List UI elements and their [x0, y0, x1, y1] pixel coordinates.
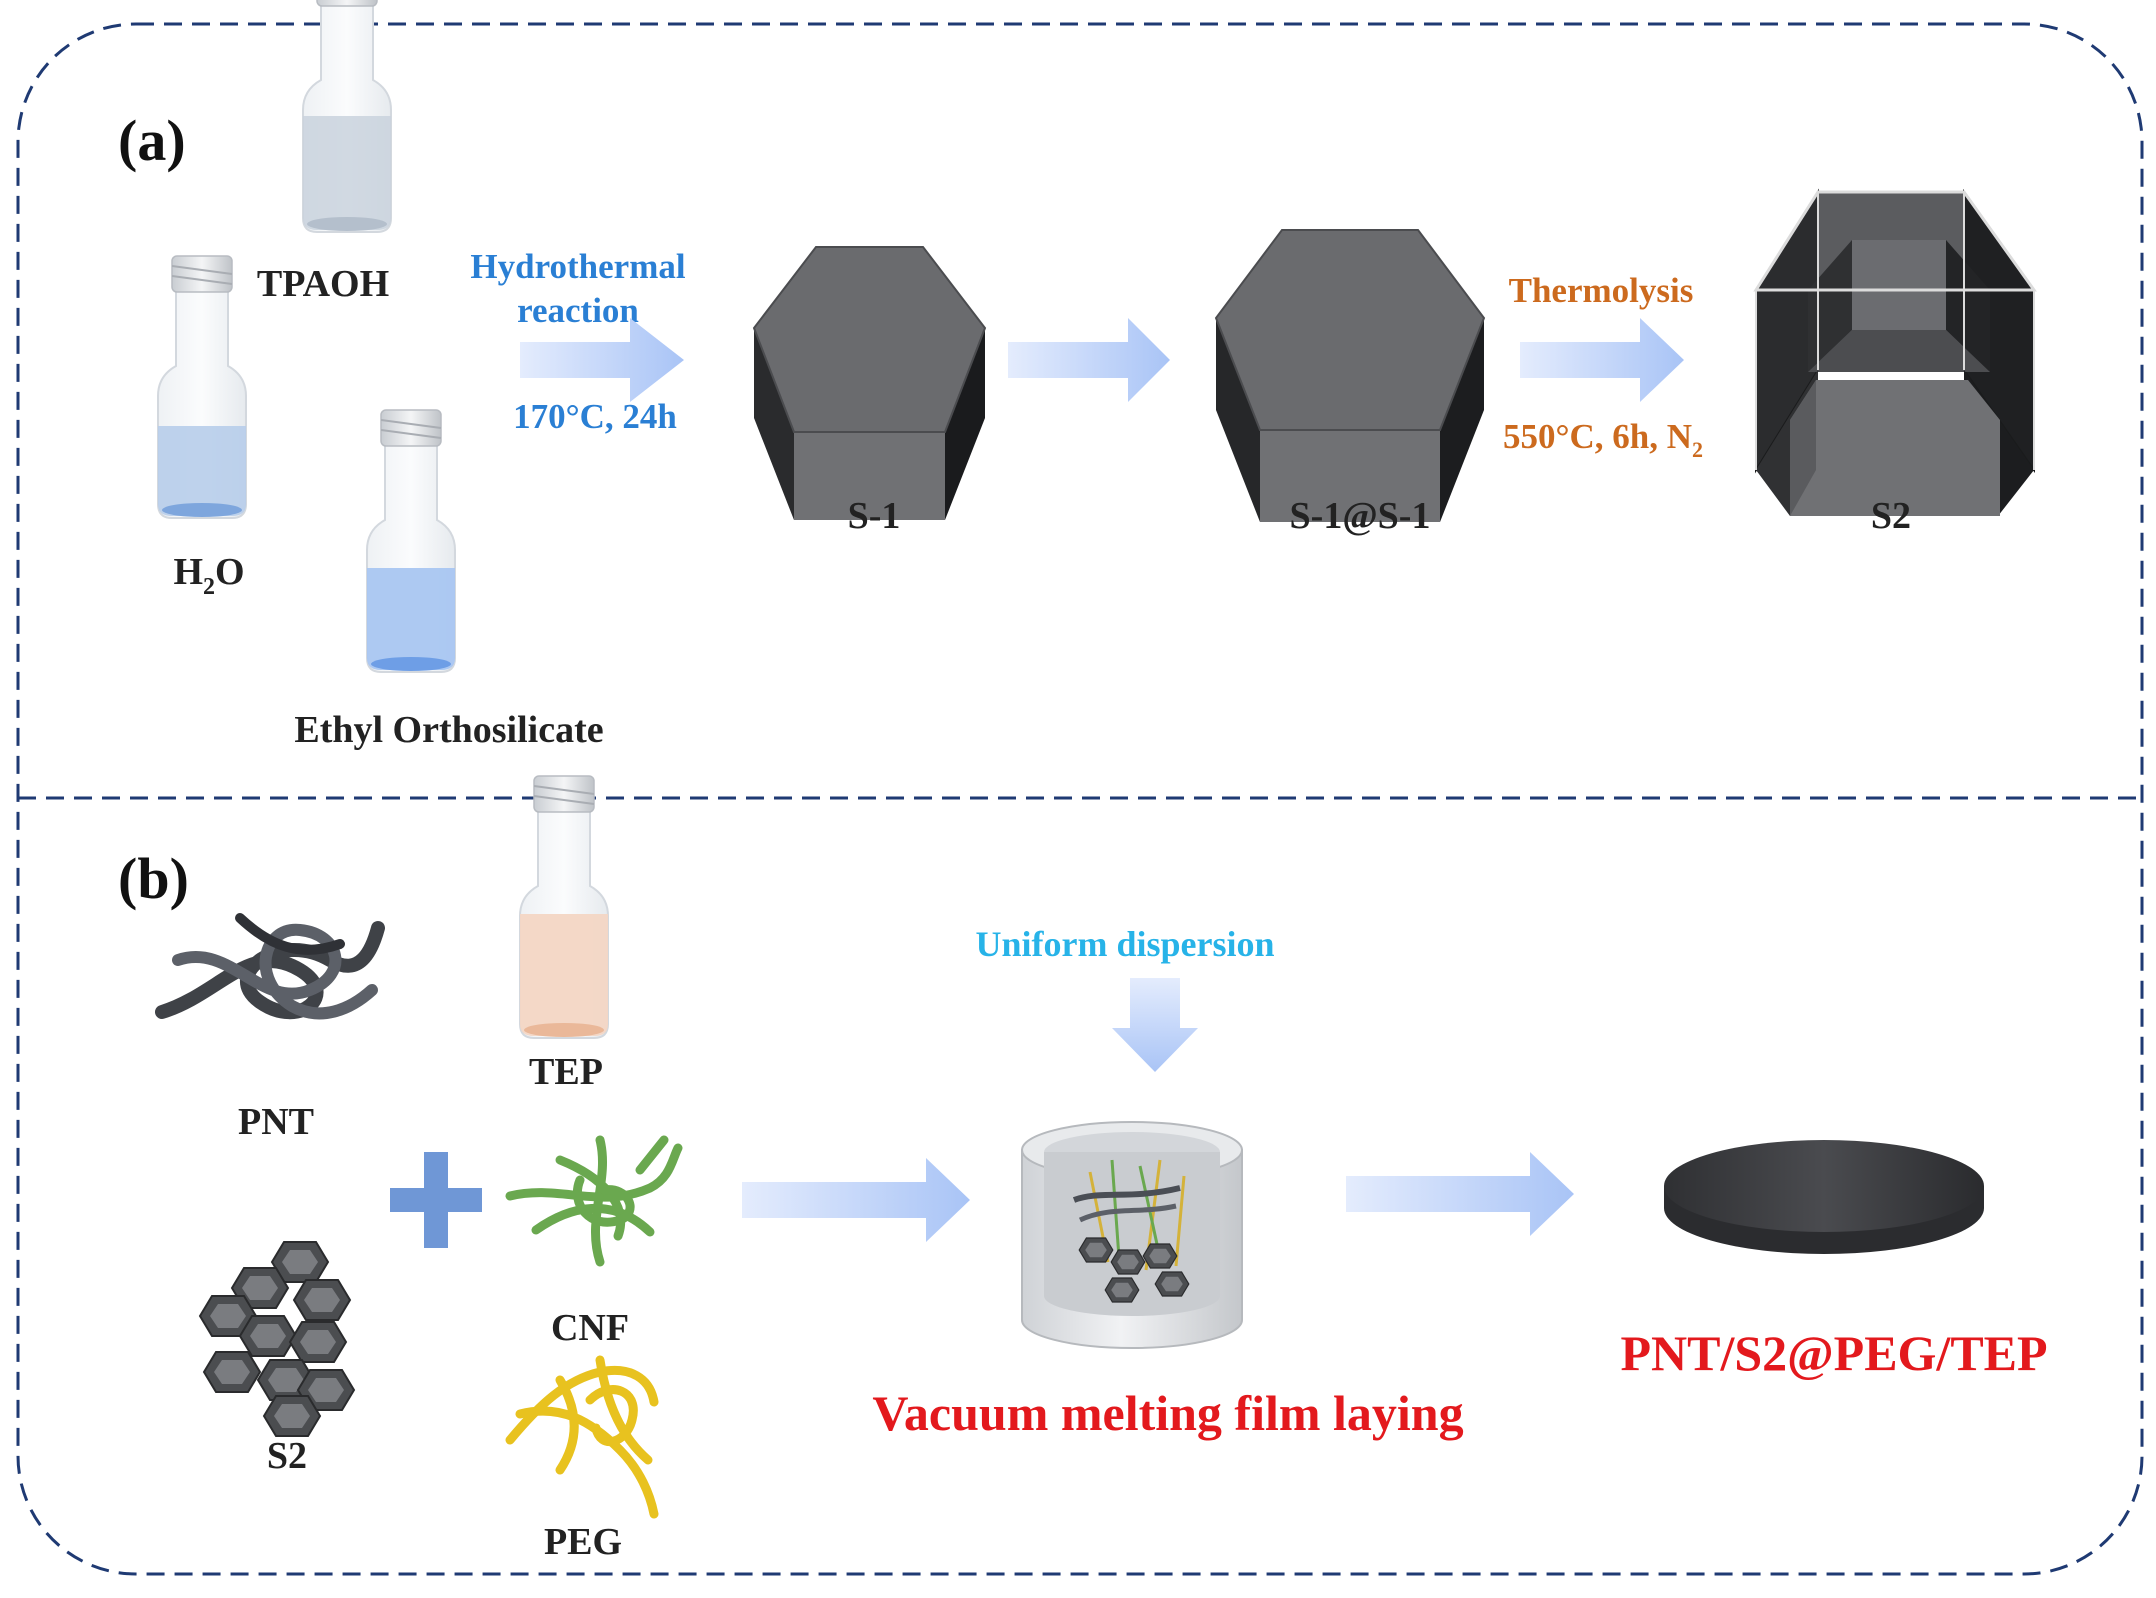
teos-vial: [366, 409, 456, 673]
peg-fibers: [505, 1355, 659, 1519]
thermolysis-title: Thermolysis: [1509, 271, 1694, 310]
pnt-label: PNT: [238, 1101, 314, 1143]
s1-at-s1-label: S-1@S-1: [1290, 495, 1431, 537]
teos-label: Ethyl Orthosilicate: [294, 709, 603, 751]
s1-crystal: [752, 246, 987, 520]
s2-cluster: [199, 1241, 355, 1437]
s2-hollow-crystal: [1753, 188, 2037, 516]
process-label: Vacuum melting film laying: [872, 1385, 1463, 1441]
s1-at-s1-crystal: [1214, 229, 1486, 522]
hydrothermal-title-1: Hydrothermal: [470, 247, 685, 286]
mixing-arrow: [742, 1158, 970, 1242]
thermolysis-condition: 550°C, 6h, N2: [1503, 417, 1703, 462]
tep-label: TEP: [529, 1051, 603, 1093]
tpaoh-vial: [302, 0, 392, 233]
dispersion-arrow: [1112, 978, 1198, 1072]
composite-film-disc: [1664, 1140, 1984, 1254]
s1-to-s1s1-arrow: [1008, 318, 1170, 402]
pnt-fibers: [155, 913, 385, 1020]
panel-a-label: (a): [118, 108, 186, 173]
plus-icon: [390, 1152, 482, 1248]
hydrothermal-title-2: reaction: [517, 291, 639, 330]
mixing-vessel: [1021, 1121, 1243, 1349]
water-vial: [157, 255, 247, 519]
s2-label: S2: [1871, 495, 1911, 537]
hydrothermal-arrow: [520, 318, 684, 402]
film-arrow: [1346, 1152, 1574, 1236]
tpaoh-label: TPAOH: [257, 263, 389, 305]
panel-b-label: (b): [118, 846, 189, 911]
peg-label: PEG: [544, 1521, 622, 1563]
product-label: PNT/S2@PEG/TEP: [1620, 1325, 2047, 1381]
s2-material-label: S2: [267, 1435, 307, 1477]
hydrothermal-condition: 170°C, 24h: [513, 397, 677, 436]
cnf-fibers: [505, 1135, 683, 1267]
tep-vial: [519, 775, 609, 1039]
thermolysis-arrow: [1520, 318, 1684, 402]
s1-label: S-1: [848, 495, 901, 537]
water-label: H2O: [173, 551, 244, 600]
dispersion-label: Uniform dispersion: [975, 924, 1274, 964]
cnf-label: CNF: [551, 1307, 629, 1349]
